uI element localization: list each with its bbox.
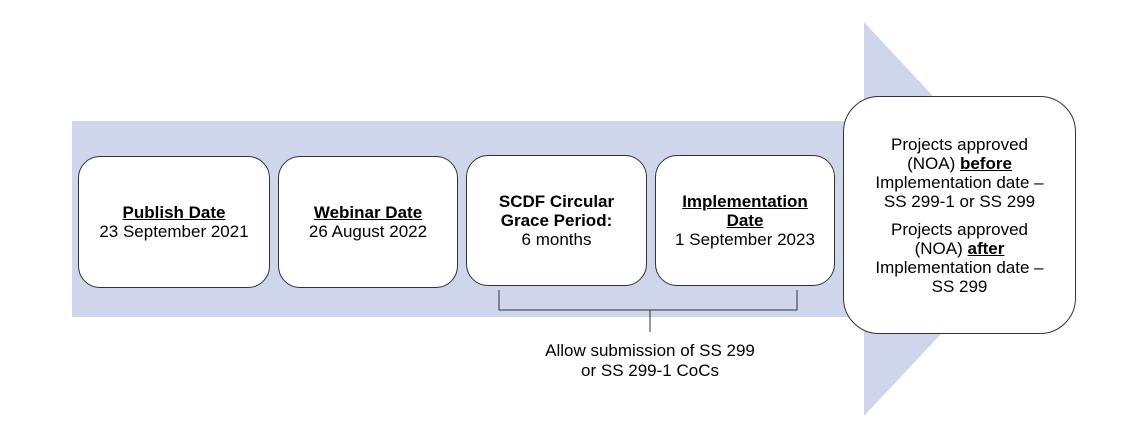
grace-period-bracket (498, 290, 798, 332)
grace-period-box: SCDF Circular Grace Period: 6 months (466, 155, 647, 286)
outcome-before-noa: (NOA) (907, 153, 956, 173)
implementation-date-value: 1 September 2023 (675, 230, 815, 249)
bracket-note-line1: Allow submission of SS 299 (545, 341, 755, 360)
outcome-after-line4: SS 299 (931, 276, 988, 296)
implementation-date-box: Implementation Date 1 September 2023 (655, 155, 835, 286)
implementation-date-title-line1: Implementation (682, 192, 808, 211)
outcome-after-emphasis: after (967, 238, 1005, 258)
outcome-before: Projects approved (NOA) before Implement… (875, 135, 1043, 211)
outcome-after-line1: Projects approved (890, 219, 1029, 239)
publish-date-title: Publish Date (122, 203, 226, 222)
implementation-date-title-line2: Date (726, 211, 764, 230)
bracket-note: Allow submission of SS 299 or SS 299-1 C… (520, 341, 780, 381)
outcome-before-line2: (NOA) before (875, 154, 1043, 173)
outcome-before-line1: Projects approved (890, 134, 1029, 154)
outcome-before-line3: Implementation date – (875, 172, 1044, 192)
outcome-after: Projects approved (NOA) after Implementa… (875, 220, 1043, 296)
outcome-after-line3: Implementation date – (875, 257, 1044, 277)
outcome-after-line2: (NOA) after (875, 239, 1043, 258)
webinar-date-value: 26 August 2022 (308, 222, 428, 241)
webinar-date-title: Webinar Date (313, 203, 423, 222)
outcome-before-emphasis: before (959, 153, 1012, 173)
grace-period-title-line1: SCDF Circular (498, 192, 615, 211)
grace-period-value: 6 months (521, 230, 592, 249)
publish-date-value: 23 September 2021 (99, 222, 249, 241)
bracket-note-line2: or SS 299-1 CoCs (581, 361, 719, 380)
outcome-box: Projects approved (NOA) before Implement… (843, 96, 1076, 334)
outcome-after-noa: (NOA) (914, 238, 963, 258)
outcome-before-line4: SS 299-1 or SS 299 (883, 191, 1036, 211)
publish-date-box: Publish Date 23 September 2021 (78, 156, 270, 288)
grace-period-title-line2: Grace Period: (500, 211, 613, 230)
webinar-date-box: Webinar Date 26 August 2022 (278, 156, 458, 288)
